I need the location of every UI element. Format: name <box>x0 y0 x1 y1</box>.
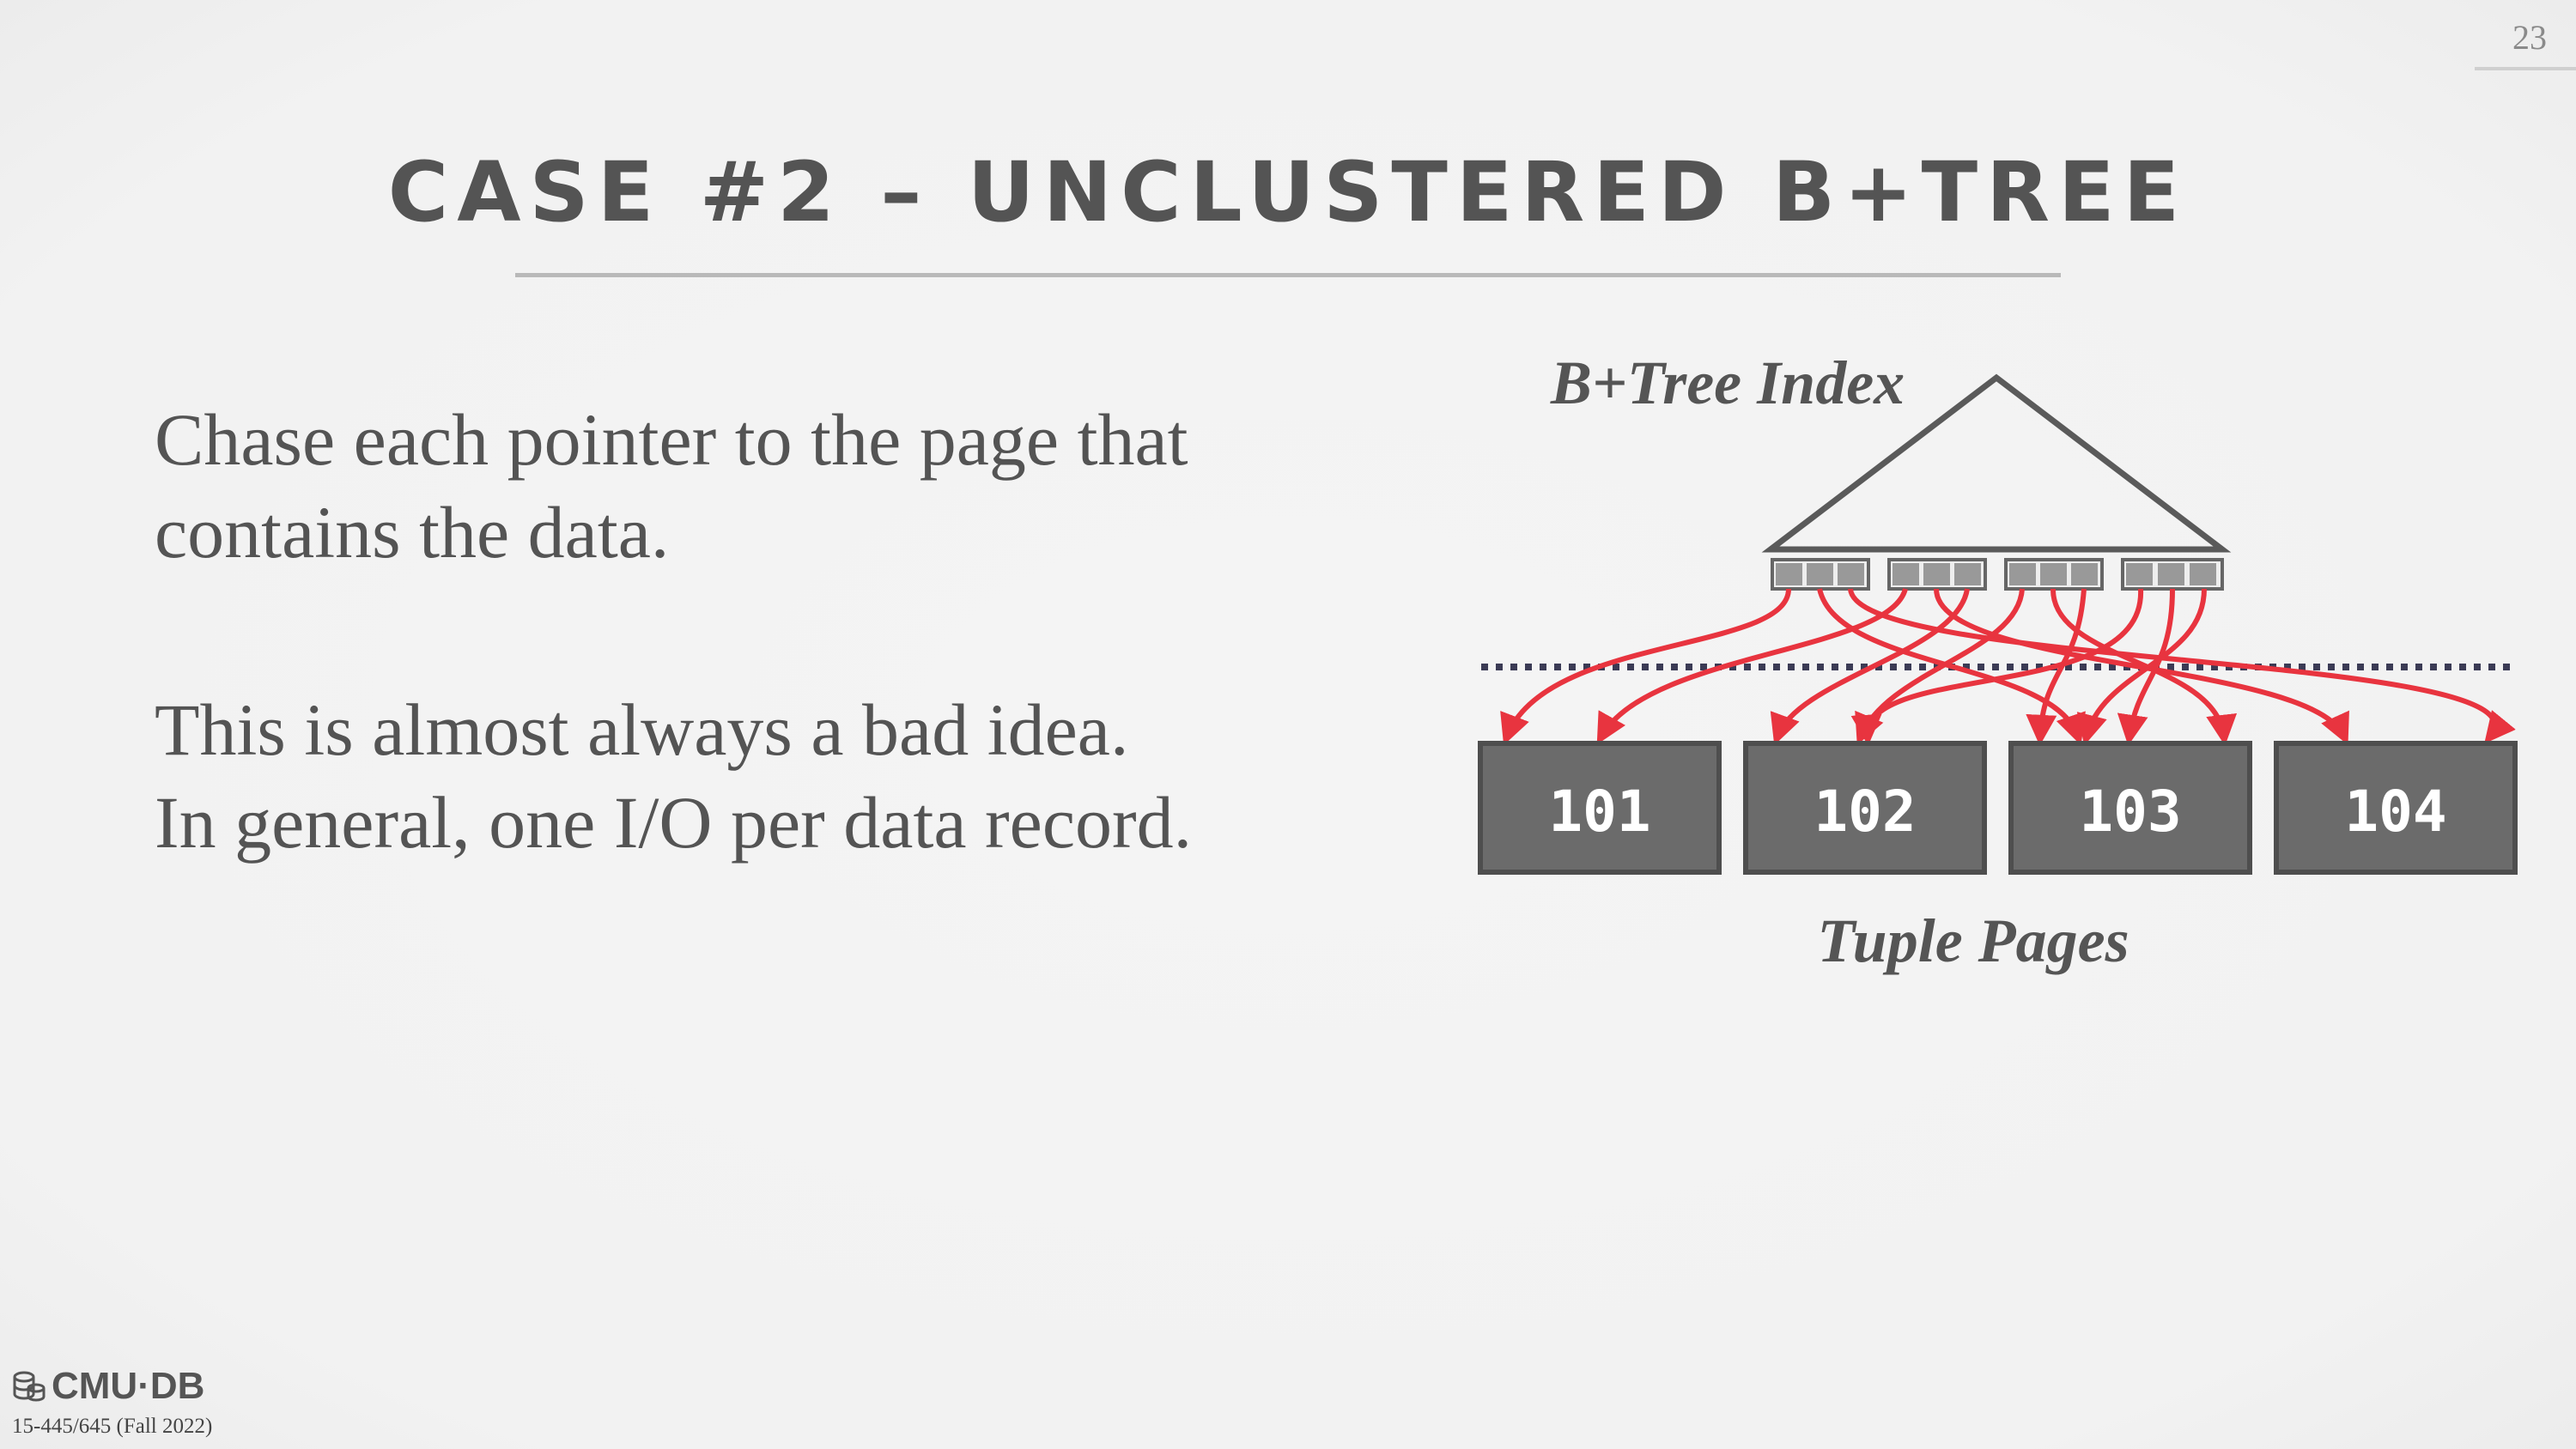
body-line-1: Chase each pointer to the page that <box>155 398 1188 481</box>
page-number: 23 <box>2512 18 2547 57</box>
body-paragraph-1: Chase each pointer to the page that cont… <box>155 393 1188 579</box>
leaf-node-1 <box>1771 558 1870 591</box>
pointer-arrow <box>1500 588 1791 746</box>
pointer-arrow <box>1934 588 2349 745</box>
tuple-page-101: 101 <box>1478 741 1722 875</box>
tuple-pages: 101 102 103 104 <box>1478 741 2518 875</box>
pointer-arrow <box>2026 588 2087 746</box>
tuple-page-label: 104 <box>2344 779 2446 845</box>
body-paragraph-2: This is almost always a bad idea. In gen… <box>155 683 1192 869</box>
pointer-arrow <box>2117 588 2175 746</box>
tuple-page-102: 102 <box>1743 741 1987 875</box>
btree-triangle <box>1761 373 2232 553</box>
leaf-node-2 <box>1887 558 1987 591</box>
pointer-arrow <box>1850 588 2144 746</box>
database-icon <box>13 1371 46 1402</box>
pointer-arrow <box>1848 588 2516 744</box>
tuple-page-label: 103 <box>2079 779 2181 845</box>
body-line-3: This is almost always a bad idea. <box>155 688 1129 771</box>
tuple-page-label: 102 <box>1814 779 1916 845</box>
tuple-page-103: 103 <box>2008 741 2252 875</box>
title-underline <box>515 273 2061 277</box>
tuple-page-label: 101 <box>1548 779 1650 845</box>
index-label: B+Tree Index <box>1550 349 1905 417</box>
pointer-arrow <box>2076 588 2207 746</box>
leaf-node-4 <box>2121 558 2224 591</box>
tuple-pages-label: Tuple Pages <box>1817 906 2129 975</box>
page-number-rule <box>2475 67 2576 70</box>
pointer-arrows <box>1500 588 2516 746</box>
pointer-arrow <box>1596 588 1908 745</box>
leaf-nodes <box>1771 558 2224 591</box>
logo-text: CMU·DB <box>52 1365 205 1407</box>
pointer-arrow <box>2050 588 2237 746</box>
slide-title: CASE #2 – UNCLUSTERED B+TREE <box>387 144 2189 240</box>
cmu-db-logo: CMU·DB <box>12 1365 204 1408</box>
leaf-node-3 <box>2004 558 2104 591</box>
pointer-arrow <box>1770 588 1970 746</box>
tuple-page-104: 104 <box>2274 741 2518 875</box>
body-line-4: In general, one I/O per data record. <box>155 781 1193 864</box>
course-label: 15-445/645 (Fall 2022) <box>12 1415 213 1438</box>
body-line-2: contains the data. <box>155 491 670 573</box>
